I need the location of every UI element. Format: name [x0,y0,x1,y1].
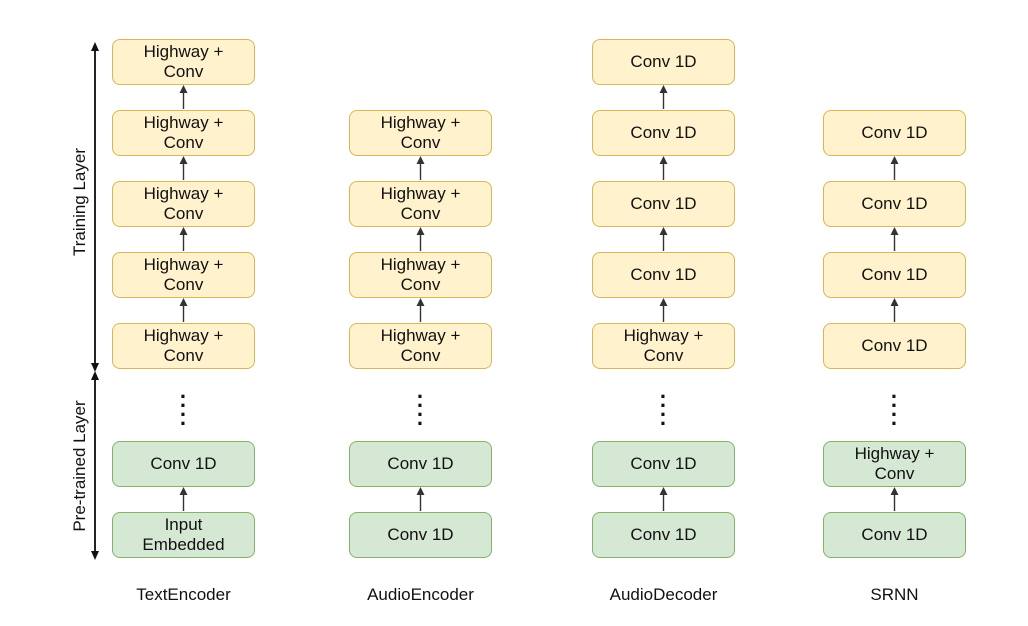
audioencoder-training-node: Highway + Conv [349,181,492,227]
audiodecoder-training-node: Conv 1D [592,110,735,156]
textencoder-pretrained-node: Conv 1D [112,441,255,487]
audioencoder-training-node: Highway + Conv [349,323,492,369]
srnn-column-label: SRNN [870,585,919,604]
audiodecoder-column-label: AudioDecoder [609,585,718,604]
audioencoder-pretrained-node: Conv 1D [349,441,492,487]
textencoder-training-node: Highway + Conv [112,39,255,85]
audioencoder-training-node: Highway + Conv [349,252,492,298]
srnn-training-node: Conv 1D [823,110,966,156]
textencoder-ellipsis: ···· [179,384,188,436]
textencoder-pretrained-node: Input Embedded [112,512,255,558]
srnn-ellipsis: ···· [890,384,899,436]
textencoder-training-node: Highway + Conv [112,181,255,227]
audiodecoder-training-node: Conv 1D [592,252,735,298]
audioencoder-ellipsis: ···· [416,384,425,436]
textencoder-training-node: Highway + Conv [112,323,255,369]
audioencoder-column-label: AudioEncoder [367,585,474,604]
audioencoder-pretrained-node: Conv 1D [349,512,492,558]
training-layer-label: Training Layer [70,147,89,257]
textencoder-column-label: TextEncoder [136,585,231,604]
textencoder-training-node: Highway + Conv [112,252,255,298]
audiodecoder-training-node: Conv 1D [592,181,735,227]
srnn-pretrained-node: Conv 1D [823,512,966,558]
audiodecoder-pretrained-node: Conv 1D [592,441,735,487]
audiodecoder-training-node: Conv 1D [592,39,735,85]
audiodecoder-pretrained-node: Conv 1D [592,512,735,558]
audiodecoder-ellipsis: ···· [659,384,668,436]
srnn-pretrained-node: Highway + Conv [823,441,966,487]
srnn-training-node: Conv 1D [823,252,966,298]
audiodecoder-training-node: Highway + Conv [592,323,735,369]
pretrained-layer-label: Pre-trained Layer [70,400,89,532]
textencoder-training-node: Highway + Conv [112,110,255,156]
srnn-training-node: Conv 1D [823,181,966,227]
srnn-training-node: Conv 1D [823,323,966,369]
audioencoder-training-node: Highway + Conv [349,110,492,156]
